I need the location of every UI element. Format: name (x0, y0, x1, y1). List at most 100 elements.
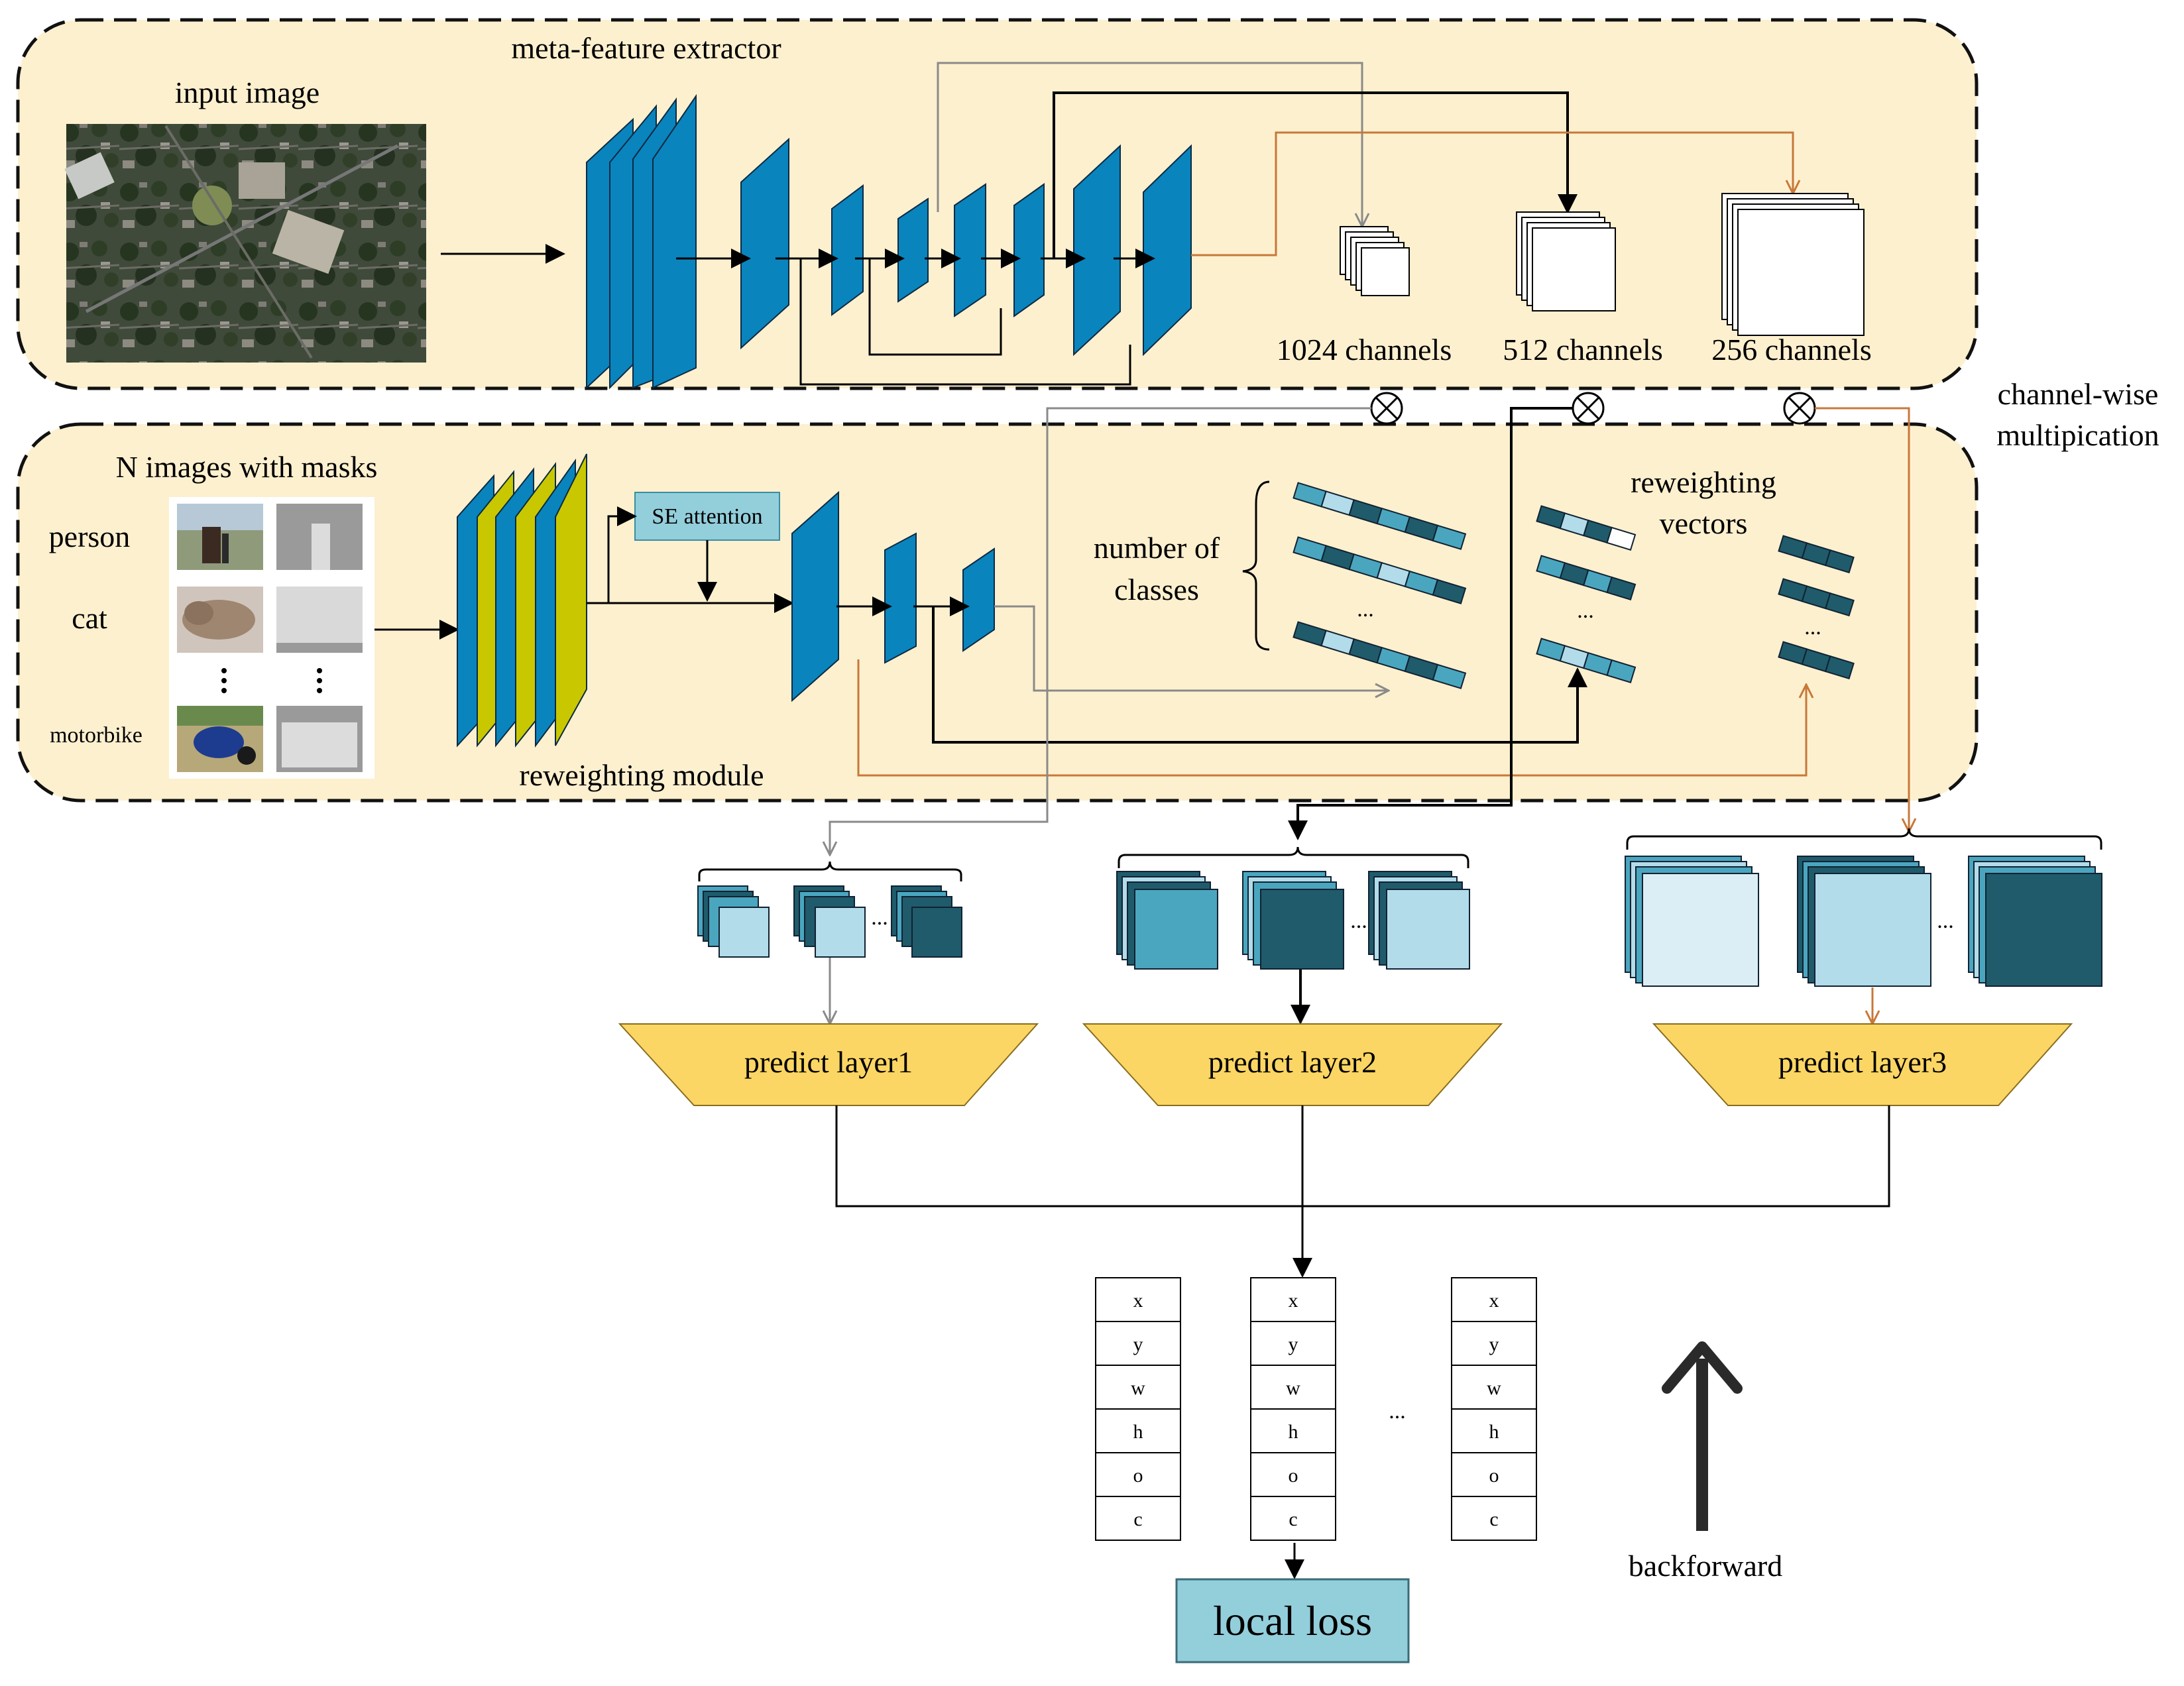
predict-layer1-label: predict layer1 (744, 1045, 913, 1079)
person-mask (276, 504, 363, 570)
extractor-block-1 (586, 93, 697, 390)
brace-group-1 (698, 861, 962, 881)
reweighting-block-3 (962, 547, 995, 652)
predict-layer2-label: predict layer2 (1208, 1045, 1377, 1079)
feature-ellipsis-3: ... (1937, 909, 1954, 933)
output-cell (1451, 1321, 1537, 1366)
output-cell (1250, 1452, 1336, 1497)
orange-connection-256 (1191, 131, 1793, 256)
feature-stack-1b (793, 885, 866, 958)
output-field-c: c (1289, 1508, 1297, 1530)
channel-wise-label: channel-wise (1998, 377, 2159, 411)
predict-layer2-shape (1082, 1023, 1503, 1106)
output-field-y: y (1289, 1333, 1298, 1355)
output-cell (1451, 1408, 1537, 1453)
extractor-block-5 (954, 183, 986, 317)
reweighting-module-label: reweighting module (519, 758, 764, 792)
feature-ellipsis-1: ... (871, 905, 888, 930)
feature-stack-2b (1242, 871, 1344, 970)
classes-label: classes (1114, 573, 1199, 606)
output-cell (1451, 1365, 1537, 1410)
feature-stack-2c (1368, 871, 1470, 970)
reweighting-block-2 (884, 532, 917, 664)
channel-stack-512 (1516, 211, 1616, 311)
output-field-x: x (1489, 1290, 1499, 1312)
output-field-x: x (1133, 1290, 1143, 1312)
feature-stack-1a (697, 885, 770, 958)
reweight-mid-ellipsis: ... (1577, 598, 1594, 623)
class-cat-label: cat (72, 601, 107, 635)
backforward-label: backforward (1629, 1549, 1782, 1583)
brace-group-2 (1118, 846, 1469, 868)
channels-256-label: 256 channels (1711, 333, 1871, 366)
output-cell (1095, 1277, 1181, 1322)
reweight-vector-mid-1 (1536, 505, 1637, 551)
classes-brace (1242, 480, 1270, 651)
vertical-dots-right (317, 668, 322, 693)
local-loss-box (1175, 1578, 1410, 1663)
black-connection-512 (1053, 91, 1578, 258)
extractor-block-2 (740, 137, 789, 350)
black-reweight-path (932, 606, 1587, 744)
output-field-h: h (1289, 1421, 1298, 1443)
local-loss-label: local loss (1213, 1597, 1372, 1644)
output-cell (1250, 1321, 1336, 1366)
feature-stack-3c (1968, 856, 2102, 987)
number-of-label: number of (1094, 531, 1220, 565)
output-field-y: y (1133, 1333, 1143, 1355)
output-cell (1095, 1321, 1181, 1366)
meta-feature-panel (16, 18, 1979, 390)
reweighting-label: reweighting (1631, 465, 1776, 499)
multipication-label: multipication (1996, 418, 2159, 452)
extractor-block-6 (1013, 183, 1045, 317)
brace-group-3 (1626, 828, 2102, 850)
output-field-w: w (1286, 1377, 1300, 1399)
output-cell (1095, 1452, 1181, 1497)
cat-image (177, 587, 263, 653)
merge-lines (835, 1105, 1890, 1208)
feature-ellipsis-2: ... (1350, 909, 1367, 933)
reweight-vector-right-3 (1778, 641, 1855, 680)
channel-stack-1024 (1340, 226, 1410, 296)
extractor-block-7 (1073, 144, 1121, 357)
class-person-label: person (49, 520, 131, 553)
feature-stack-1c (891, 885, 962, 958)
output-field-c: c (1133, 1508, 1142, 1530)
class-vector-1 (1293, 482, 1467, 550)
class-vector-3 (1293, 621, 1467, 689)
orange-reweight-path (857, 659, 1806, 777)
extractor-block-3 (831, 184, 864, 316)
gray-connection-1024 (937, 62, 1362, 227)
output-field-c: c (1489, 1508, 1498, 1530)
black-to-predict2 (1288, 407, 1573, 840)
output-field-x: x (1289, 1290, 1298, 1312)
output-field-w: w (1487, 1377, 1501, 1399)
input-aerial-image (64, 124, 426, 363)
output-field-y: y (1489, 1333, 1499, 1355)
extractor-block-4 (897, 197, 929, 303)
reweighting-block-1 (791, 490, 839, 702)
output-cell (1250, 1496, 1336, 1541)
output-field-h: h (1133, 1421, 1143, 1443)
output-field-h: h (1489, 1421, 1499, 1443)
class-motorbike-label: motorbike (50, 723, 143, 748)
reweight-vector-mid-2 (1536, 555, 1637, 600)
output-field-o: o (1133, 1465, 1143, 1487)
se-attention-label: SE attention (652, 504, 762, 529)
feature-stack-3a (1625, 856, 1759, 987)
predict-layer3-label: predict layer3 (1778, 1045, 1947, 1079)
reweight-vector-mid-3 (1536, 638, 1637, 683)
gray-to-predict1 (830, 407, 1371, 855)
reweight-vector-right-2 (1778, 578, 1855, 617)
output-cell (1451, 1496, 1537, 1541)
predict-layer3-shape (1652, 1023, 2073, 1106)
orange-to-predict3 (1815, 407, 1909, 832)
se-attention-branch (607, 506, 637, 603)
multiply-symbol-2 (1572, 392, 1605, 425)
extractor-flow-arrows (676, 249, 1155, 386)
output-field-w: w (1131, 1377, 1145, 1399)
